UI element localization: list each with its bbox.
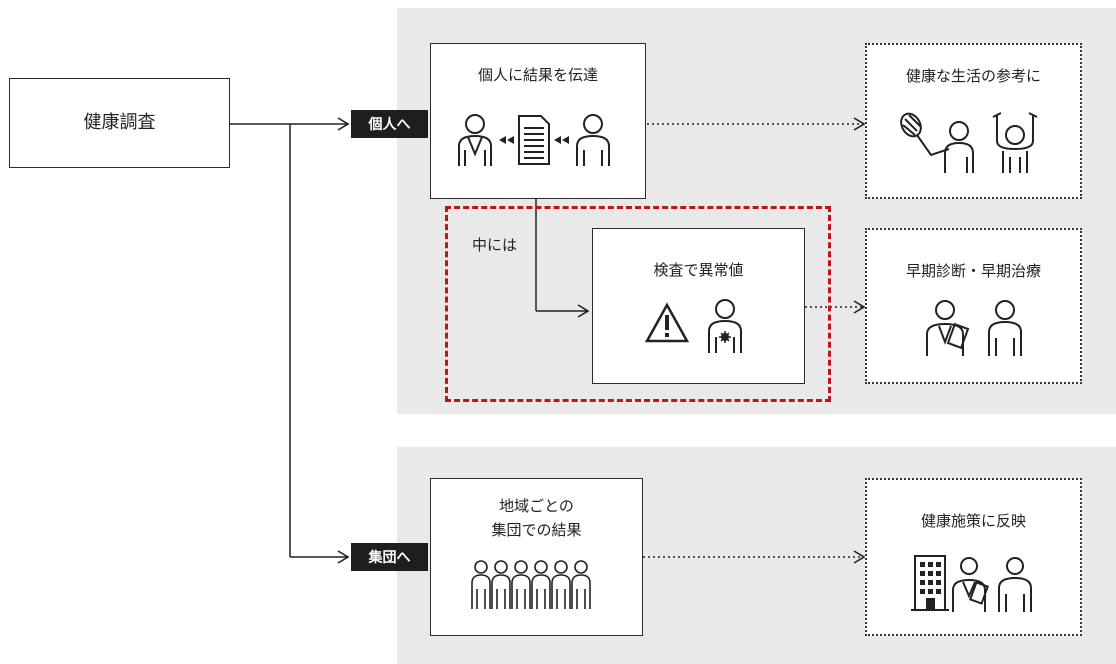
source-label: 健康調査: [83, 112, 156, 133]
some-cases-label: 中には: [472, 236, 518, 254]
tennis-player-cheering-person-icon: [900, 112, 1038, 173]
abnormal-box: 検査で異常値: [592, 228, 805, 384]
warning-patient-icon: [645, 299, 742, 353]
doctor-document-patient-icon: [458, 114, 610, 166]
notify-box: 個人に結果を伝達: [430, 43, 646, 199]
healthy-outcome-label: 健康な生活の参考に: [905, 67, 1041, 85]
policy-outcome-box: 健康施策に反映: [865, 478, 1082, 636]
doctor-patient-consult-icon: [926, 300, 1022, 356]
early-diagnosis-label: 早期診断・早期治療: [905, 262, 1041, 280]
healthy-outcome-box: 健康な生活の参考に: [865, 43, 1082, 199]
crowd-person: [471, 560, 491, 609]
individual-tag: 個人へ: [351, 110, 428, 138]
abnormal-highlight-frame: [445, 206, 831, 402]
notify-box-label: 個人に結果を伝達: [477, 66, 598, 84]
group-tag: 集団へ: [351, 543, 428, 571]
crowd-icon: [471, 560, 591, 609]
group-result-line1: 地域ごとの: [499, 497, 574, 515]
group-result-box: 地域ごとの 集団での結果: [430, 478, 643, 636]
source-box: 健康調査: [9, 78, 230, 168]
group-result-line2: 集団での結果: [491, 521, 582, 539]
building-official-citizen-icon: [911, 555, 1032, 612]
abnormal-box-label: 検査で異常値: [653, 261, 744, 279]
early-diagnosis-box: 早期診断・早期治療: [865, 228, 1082, 384]
policy-outcome-label: 健康施策に反映: [920, 512, 1026, 530]
